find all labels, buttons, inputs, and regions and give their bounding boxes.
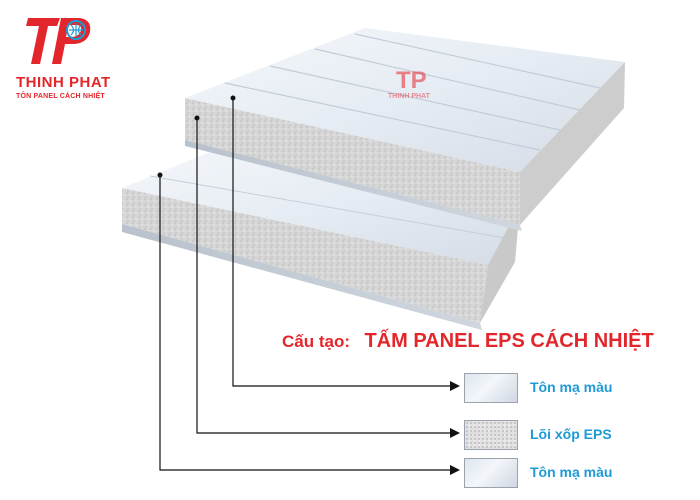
eps-foam-swatch: [464, 420, 518, 450]
leader-lines: [159, 98, 452, 471]
upper-panel: TP THINH PHAT: [185, 28, 625, 231]
brand-tagline: TÔN PANEL CÁCH NHIỆT: [16, 93, 105, 100]
brand-name: THINH PHAT: [16, 74, 111, 91]
tp-logo-mark: [26, 18, 91, 64]
brand-logo: THINH PHAT TÔN PANEL CÁCH NHIỆT: [16, 12, 116, 102]
color-sheet-swatch: [464, 373, 518, 403]
color-sheet-swatch: [464, 458, 518, 488]
svg-text:THINH PHAT: THINH PHAT: [388, 93, 431, 100]
leader-markers: [157, 95, 460, 475]
legend-label: Tôn mạ màu: [530, 464, 613, 480]
legend-label: Tôn mạ màu: [530, 379, 613, 395]
title-prefix: Cấu tạo:: [282, 332, 350, 351]
title-main: TẤM PANEL EPS CÁCH NHIỆT: [364, 330, 654, 352]
legend-label: Lõi xốp EPS: [530, 426, 612, 442]
lower-panel: [122, 150, 520, 330]
diagram-title: Cấu tạo: TẤM PANEL EPS CÁCH NHIỆT: [282, 330, 654, 353]
watermark-mark: TP: [396, 67, 427, 94]
